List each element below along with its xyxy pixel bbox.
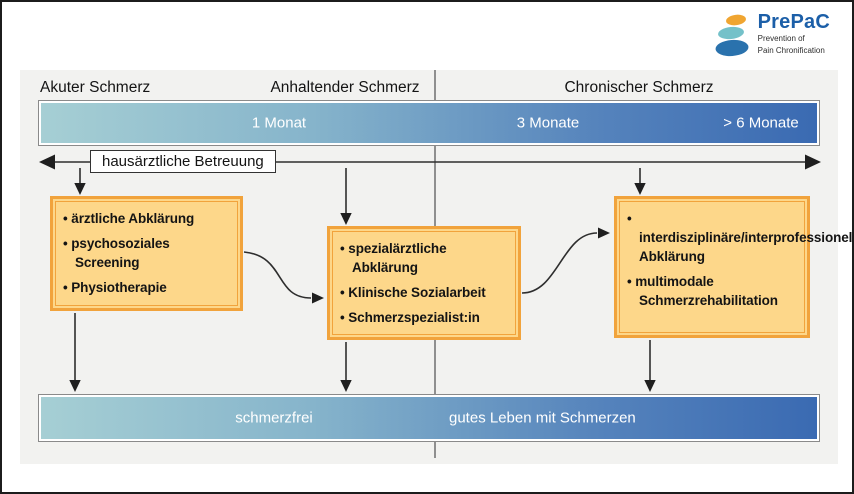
logo-text: PrePaC Prevention of Pain Chronification (758, 12, 830, 56)
list-item: Schmerzspezialist:in (340, 309, 508, 328)
phase-header-acute: Akuter Schmerz (40, 79, 151, 96)
box-persistent-interventions: spezialärztliche Abklärung Klinische Soz… (327, 226, 521, 340)
phase-header-persistent: Anhaltender Schmerz (270, 79, 420, 96)
chronic-intervention-list: interdisziplinäre/interprofessionelle Ab… (627, 210, 852, 311)
timeline-bar: 1 Monat 3 Monate > 6 Monate (38, 100, 820, 146)
timeline-label-1-monat: 1 Monat (251, 114, 307, 132)
list-item: interdisziplinäre/interprofessionelle Ab… (627, 210, 852, 267)
outcome-label-schmerzfrei: schmerzfrei (235, 409, 313, 427)
list-item: Klinische Sozialarbeit (340, 284, 508, 303)
timeline-label-3-monate: 3 Monate (516, 114, 580, 132)
acute-intervention-list: ärztliche Abklärung psychosoziales Scree… (63, 210, 230, 298)
logo-tagline-line1: Prevention of (757, 34, 805, 43)
box-acute-interventions: ärztliche Abklärung psychosoziales Scree… (50, 196, 243, 311)
box-chronic-interventions: interdisziplinäre/interprofessionelle Ab… (614, 196, 852, 338)
care-label: hausärztliche Betreuung (90, 150, 276, 173)
outcome-bar: schmerzfrei gutes Leben mit Schmerzen (38, 394, 820, 442)
logo-tagline-line2: Pain Chronification (757, 46, 825, 55)
list-item: psychosoziales Screening (63, 235, 230, 273)
persistent-intervention-list: spezialärztliche Abklärung Klinische Soz… (340, 240, 508, 328)
timeline-label-6-monate: > 6 Monate (723, 114, 799, 132)
list-item: Physiotherapie (63, 279, 230, 298)
list-item: multimodale Schmerzrehabilitation (627, 273, 797, 311)
phase-header-chronic: Chronischer Schmerz (564, 79, 714, 96)
list-item: spezialärztliche Abklärung (340, 240, 508, 278)
logo-title: PrePaC (757, 11, 830, 33)
outcome-label-gutes-leben: gutes Leben mit Schmerzen (449, 409, 636, 427)
stacked-stones-icon (715, 14, 749, 57)
list-item: ärztliche Abklärung (63, 210, 230, 229)
prepac-logo: PrePaC Prevention of Pain Chronification (712, 12, 830, 60)
